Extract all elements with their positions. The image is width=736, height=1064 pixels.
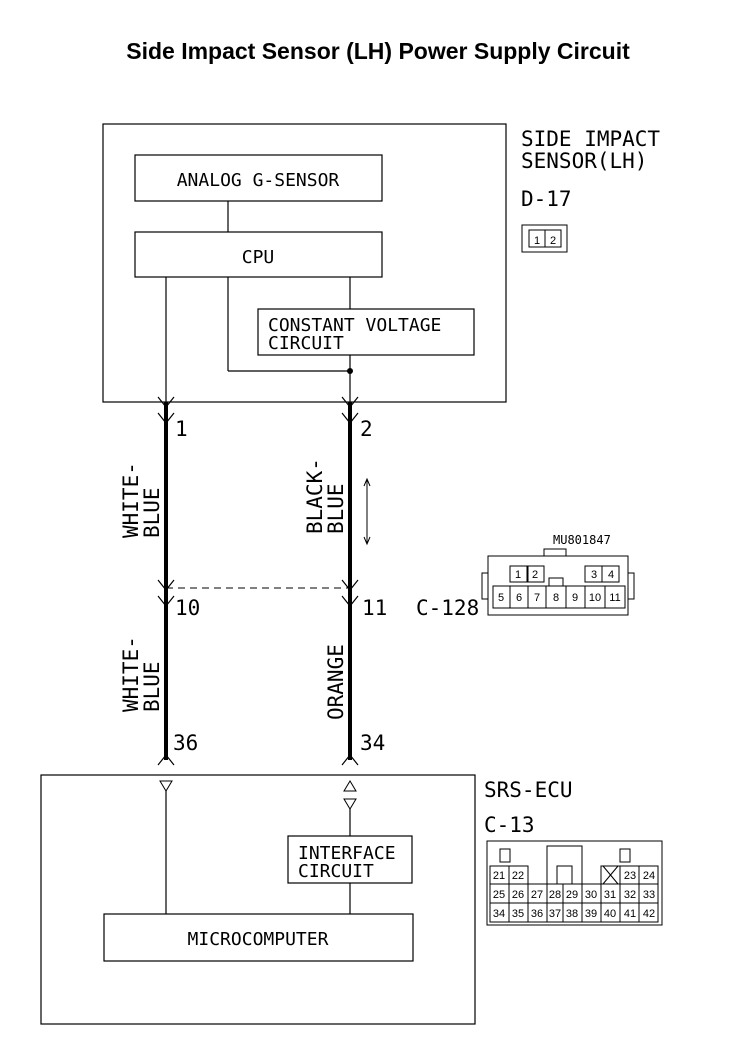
c128-pin: 11 [609,592,620,604]
c13-pin: 29 [566,889,578,901]
pin-10-label: 10 [175,596,200,620]
c13-pin: 42 [643,908,655,920]
d17-pin: 2 [550,235,556,247]
sensor-name-line1: SIDE IMPACT [521,127,660,151]
pin-34-label: 34 [360,731,385,755]
wire-color-white-blue-upper-2: BLUE [140,487,164,538]
c13-pin: 25 [493,889,505,901]
wire-color-white-blue-upper-1: WHITE- [119,462,143,538]
c128-pin: 8 [553,592,559,604]
srs-ecu-label: SRS-ECU [484,778,573,802]
c13-pin: 31 [604,889,616,901]
constant-voltage-label-2: CIRCUIT [268,333,344,354]
c13-pin: 24 [643,870,655,882]
pin-1-label: 1 [175,417,188,441]
c128-pin: 10 [589,592,601,604]
c128-connector-label: C-128 [416,596,479,620]
c13-pin: 39 [585,908,597,920]
c13-pin: 23 [624,870,636,882]
c13-pin: 34 [493,908,505,920]
c128-pin: 6 [516,592,522,604]
wire-left [157,396,175,766]
microcomputer-block [103,913,414,962]
c128-connector-icon: 1 2 3 4 5 6 7 8 9 10 11 [481,548,635,616]
c13-pin: 33 [643,889,655,901]
c128-pin: 5 [498,592,504,604]
wire-color-white-blue-lower-1: WHITE- [119,636,143,712]
analog-g-sensor-block [134,154,383,202]
c128-part-number: MU801847 [553,533,611,547]
wire-color-black-blue-2: BLUE [324,483,348,534]
interface-circuit-label-2: CIRCUIT [298,861,374,882]
c13-pin: 35 [512,908,524,920]
bidirectional-io-icon [343,780,357,810]
constant-voltage-block [257,308,475,356]
c13-pin: 32 [624,889,636,901]
diagram-title: Side Impact Sensor (LH) Power Supply Cir… [126,38,630,64]
c13-pin: 36 [531,908,543,920]
c13-connector-label: C-13 [484,813,535,837]
c13-pin: 26 [512,889,524,901]
c13-pin: 41 [624,908,636,920]
c128-pin: 7 [534,592,540,604]
d17-pin: 1 [534,235,540,247]
bidirectional-arrow-icon [363,477,371,546]
c13-pin: 30 [585,889,597,901]
d17-connector-label: D-17 [521,187,572,211]
c13-pin: 28 [549,889,561,901]
sensor-name-line2: SENSOR(LH) [521,149,647,173]
c13-connector-icon: 21 22 23 24 25 26 27 28 29 30 31 32 33 3… [486,840,663,926]
interface-circuit-label-1: INTERFACE [298,843,396,864]
junction-dot [347,368,353,374]
c13-pin: 38 [566,908,578,920]
c128-pin: 3 [591,569,597,581]
wire-color-orange: ORANGE [324,644,348,720]
wire-color-white-blue-lower-2: BLUE [140,661,164,712]
c13-pin: 21 [493,870,505,882]
pin-2-label: 2 [360,417,373,441]
pin-11-label: 11 [362,596,387,620]
wire-right [341,396,359,766]
side-impact-sensor-box [102,123,507,403]
c13-pin: 27 [531,889,543,901]
pin-36-label: 36 [173,731,198,755]
c13-pin: 22 [512,870,524,882]
analog-g-sensor-label: ANALOG G-SENSOR [177,170,340,191]
d17-connector-icon: 1 2 [521,224,568,253]
constant-voltage-label-1: CONSTANT VOLTAGE [268,315,441,336]
c128-pin: 9 [572,592,578,604]
wire-color-black-blue-1: BLACK- [303,458,327,534]
c128-pin: 4 [608,569,614,581]
c128-pin: 2 [532,569,538,581]
srs-ecu-box [40,774,476,1025]
cpu-label: CPU [242,247,275,268]
cpu-block [134,231,383,278]
c13-pin: 37 [549,908,561,920]
c128-pin: 1 [515,569,521,581]
c13-pin: 40 [604,908,616,920]
microcomputer-label: MICROCOMPUTER [188,929,329,950]
input-arrow-icon [159,780,173,792]
